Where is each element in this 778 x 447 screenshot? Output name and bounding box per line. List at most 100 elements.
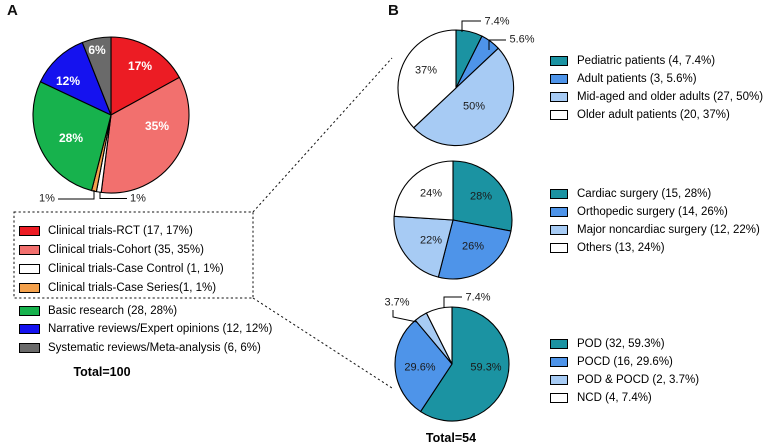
legend-label-rct: Clinical trials-RCT (17, 17%) (48, 224, 193, 237)
pie-slice-pocd (394, 319, 453, 413)
pct-label-case-series: 1% (39, 192, 55, 205)
pie-slice-pod (420, 306, 510, 422)
pct-label-cardiac: 28% (469, 190, 493, 203)
pct-label-older: 37% (414, 64, 438, 77)
leader-adult (488, 39, 506, 50)
pie-slice-others (393, 160, 454, 221)
pct-label-basic: 28% (58, 131, 84, 145)
legend-item-midaged: Mid-aged and older adults (27, 50%) (550, 90, 763, 103)
legend-swatch-cohort (19, 244, 40, 255)
legend-item-case-control: Clinical trials-Case Control (1, 1%) (19, 262, 224, 275)
pie-surgery-types (393, 160, 513, 280)
pct-label-others: 24% (419, 187, 443, 200)
pct-label-cohort: 35% (144, 119, 170, 133)
total-label-panel-a: Total=100 (73, 364, 131, 379)
legend-swatch-pediatric (550, 55, 568, 66)
legend-label-ncd: NCD (4, 7.4%) (577, 391, 652, 404)
legend-label-pediatric: Pediatric patients (4, 7.4%) (577, 54, 716, 67)
legend-item-narrative: Narrative reviews/Expert opinions (12, 1… (19, 322, 272, 335)
legend-swatch-adult (550, 73, 568, 84)
pie-slice-basic-research (32, 81, 112, 192)
legend-label-pod-pocd: POD & POCD (2, 3.7%) (577, 373, 700, 386)
legend-swatch-case-series (19, 282, 40, 293)
legend-item-others: Others (13, 24%) (550, 241, 665, 254)
legend-label-case-control: Clinical trials-Case Control (1, 1%) (48, 262, 224, 275)
pct-label-orthopedic: 26% (461, 240, 485, 253)
legend-swatch-noncardiac (550, 224, 568, 235)
panel-a-label: A (7, 2, 18, 19)
legend-item-systematic: Systematic reviews/Meta-analysis (6, 6%) (19, 341, 261, 354)
legend-label-orthopedic: Orthopedic surgery (14, 26%) (577, 205, 728, 218)
legend-item-case-series: Clinical trials-Case Series(1, 1%) (19, 281, 216, 294)
pct-label-case-control: 1% (130, 192, 146, 205)
legend-swatch-pod-pocd (550, 374, 568, 385)
legend-label-noncardiac: Major noncardiac surgery (12, 22%) (577, 223, 760, 236)
legend-label-older: Older adult patients (20, 37%) (577, 108, 730, 121)
legend-item-cardiac: Cardiac surgery (15, 28%) (550, 187, 711, 200)
legend-item-pod: POD (32, 59.3%) (550, 337, 665, 350)
leader-case-control (99, 192, 127, 199)
legend-item-adult: Adult patients (3, 5.6%) (550, 72, 697, 85)
legend-item-ncd: NCD (4, 7.4%) (550, 391, 652, 404)
pie-slice-systematic-reviews-meta-analysis (81, 36, 112, 116)
pie-slice-ncd (425, 306, 453, 365)
leader-pod-pocd (392, 310, 418, 323)
legend-label-cardiac: Cardiac surgery (15, 28%) (577, 187, 712, 200)
legend-item-basic-research: Basic research (28, 28%) (19, 304, 177, 317)
legend-item-orthopedic: Orthopedic surgery (14, 26%) (550, 205, 728, 218)
pie-publication-types (32, 36, 190, 194)
legend-item-rct: Clinical trials-RCT (17, 17%) (19, 224, 193, 237)
pie-cognitive-outcomes (394, 306, 510, 422)
legend-swatch-others (550, 242, 568, 253)
pct-label-adult: 5.6% (509, 33, 535, 46)
pct-label-pod: 59.3% (470, 361, 502, 374)
legend-label-cohort: Clinical trials-Cohort (35, 35%) (48, 243, 204, 256)
legend-swatch-older (550, 109, 568, 120)
connector-bottom-dashed-line (252, 297, 393, 389)
legend-item-pod-pocd: POD & POCD (2, 3.7%) (550, 373, 699, 386)
pct-label-pediatric: 7.4% (484, 15, 510, 28)
leader-pediatric (461, 20, 481, 32)
legend-swatch-basic-research (19, 305, 40, 316)
pie-slice-clinical-trials-rct (110, 36, 180, 116)
pie-slice-cardiac-surgery (452, 160, 513, 232)
leader-case-series (58, 190, 95, 200)
legend-item-cohort: Clinical trials-Cohort (35, 35%) (19, 243, 204, 256)
pie-slice-mid-aged-and-older-adults (413, 47, 515, 147)
pie-slice-major-noncardiac-surgery (393, 215, 454, 278)
pct-label-systematic: 6% (88, 43, 106, 57)
connector-top-dashed-line (252, 57, 393, 213)
legend-swatch-case-control (19, 263, 40, 274)
pct-label-rct: 17% (127, 59, 153, 73)
legend-label-others: Others (13, 24%) (577, 241, 665, 254)
pct-label-pod-pocd: 3.7% (384, 296, 410, 309)
legend-label-narrative: Narrative reviews/Expert opinions (12, 1… (48, 322, 273, 335)
pct-label-noncardiac: 22% (419, 234, 443, 247)
legend-swatch-systematic (19, 342, 40, 353)
legend-label-midaged: Mid-aged and older adults (27, 50%) (577, 90, 764, 103)
pie-patient-age-groups (397, 29, 515, 147)
pct-label-midaged: 50% (462, 100, 486, 113)
legend-swatch-cardiac (550, 188, 568, 199)
legend-swatch-rct (19, 225, 40, 236)
legend-swatch-ncd (550, 392, 568, 403)
pct-label-pocd: 29.6% (404, 361, 436, 374)
legend-label-systematic: Systematic reviews/Meta-analysis (6, 6%) (48, 341, 261, 354)
legend-label-basic-research: Basic research (28, 28%) (48, 304, 178, 317)
leader-ncd (443, 296, 462, 308)
pct-label-narrative: 12% (55, 74, 81, 88)
legend-swatch-pod (550, 338, 568, 349)
clinical-trials-dashed-box (13, 211, 254, 299)
legend-item-older: Older adult patients (20, 37%) (550, 108, 730, 121)
legend-swatch-midaged (550, 91, 568, 102)
pct-label-ncd: 7.4% (465, 291, 491, 304)
pie-slice-orthopedic-surgery (437, 219, 512, 280)
legend-label-pod: POD (32, 59.3%) (577, 337, 665, 350)
legend-swatch-orthopedic (550, 206, 568, 217)
legend-swatch-narrative (19, 323, 40, 334)
pie-slice-older-adult-patients (397, 29, 457, 129)
legend-item-pocd: POCD (16, 29.6%) (550, 355, 673, 368)
legend-swatch-pocd (550, 356, 568, 367)
